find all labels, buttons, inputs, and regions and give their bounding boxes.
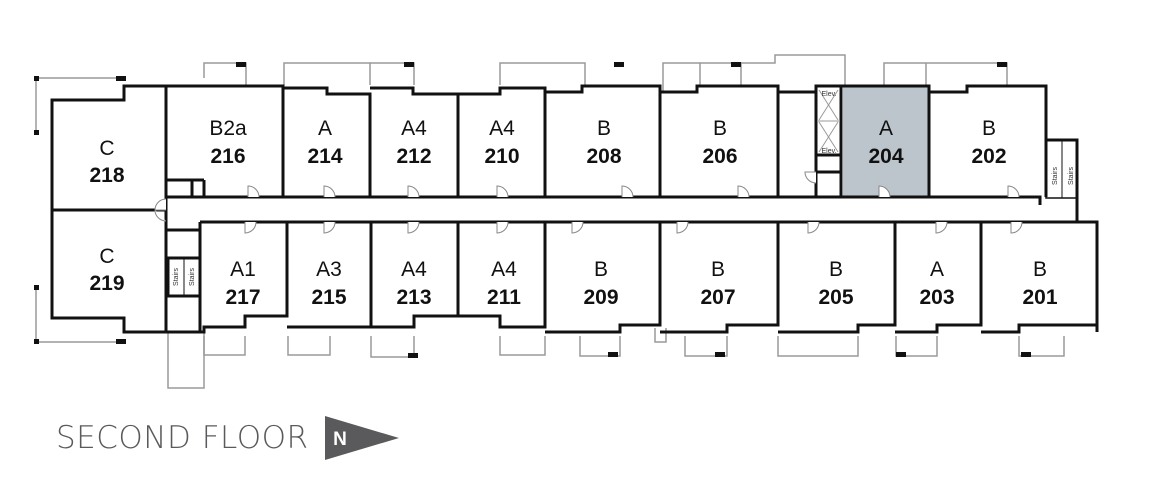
unit-type: B [713,117,727,140]
unit-number: 212 [396,145,431,168]
unit-number: 215 [311,286,346,309]
unit-214[interactable]: A 214 [307,117,342,168]
floor-legend: SECOND FLOOR N [56,416,399,460]
unit-type: B [594,258,608,281]
unit-number: 204 [868,145,903,168]
unit-type: A [318,117,332,140]
unit-number: 202 [971,145,1006,168]
doors [154,171,1023,234]
unit-203[interactable]: A 203 [919,258,954,309]
unit-205[interactable]: B 205 [818,258,853,309]
unit-type: A1 [230,258,256,281]
unit-type: A4 [489,117,515,140]
unit-number: 209 [583,286,618,309]
unit-type: A [930,258,944,281]
unit-type: B [597,117,611,140]
unit-type: B [1033,258,1047,281]
unit-type: A4 [401,117,427,140]
unit-204-fill[interactable] [843,87,929,197]
unit-number: 219 [89,272,124,295]
unit-201[interactable]: B 201 [1022,258,1057,309]
unit-fills [843,87,929,197]
unit-number: 205 [818,286,853,309]
unit-number: 208 [586,145,621,168]
unit-type: A3 [316,258,342,281]
unit-type: C [99,245,114,268]
unit-number: 213 [396,286,431,309]
stairs-label: Stairs [189,268,196,286]
unit-type: A4 [491,258,517,281]
unit-number: 216 [210,145,245,168]
unit-number: 211 [487,286,521,309]
unit-number: 218 [89,164,124,187]
stairs-label: Stairs [1052,167,1059,185]
unit-type: B [829,258,843,281]
stairs-label: Stairs [1068,167,1075,185]
unit-number: 217 [225,286,260,309]
unit-209[interactable]: B 209 [583,258,618,309]
balconies [34,54,1065,389]
unit-type: A4 [401,258,427,281]
floor-title: SECOND FLOOR [56,420,309,456]
unit-207[interactable]: B 207 [700,258,735,309]
elevator-shafts: Elev. Elev. [817,89,840,155]
unit-208[interactable]: B 208 [586,117,621,168]
elevator-label: Elev. [821,91,836,98]
unit-number: 201 [1022,286,1057,309]
unit-type: B [982,117,996,140]
north-label: N [333,429,347,450]
unit-type: B2a [209,117,247,140]
unit-218[interactable]: C 218 [89,137,124,187]
unit-204[interactable]: A 204 [868,117,903,168]
unit-219[interactable]: C 219 [89,245,124,295]
unit-type: A [879,117,893,140]
unit-number: 214 [307,145,342,168]
unit-type: B [711,258,725,281]
elevator-label: Elev. [821,148,836,155]
stairs-label: Stairs [173,268,180,286]
unit-number: 203 [919,286,954,309]
unit-206[interactable]: B 206 [702,117,737,168]
unit-number: 207 [700,286,735,309]
unit-type: C [99,137,114,160]
unit-number: 210 [484,145,519,168]
north-arrow-icon: N [324,416,399,460]
stairs: Stairs Stairs Stairs Stairs [173,139,1078,296]
unit-202[interactable]: B 202 [971,117,1006,168]
unit-number: 206 [702,145,737,168]
